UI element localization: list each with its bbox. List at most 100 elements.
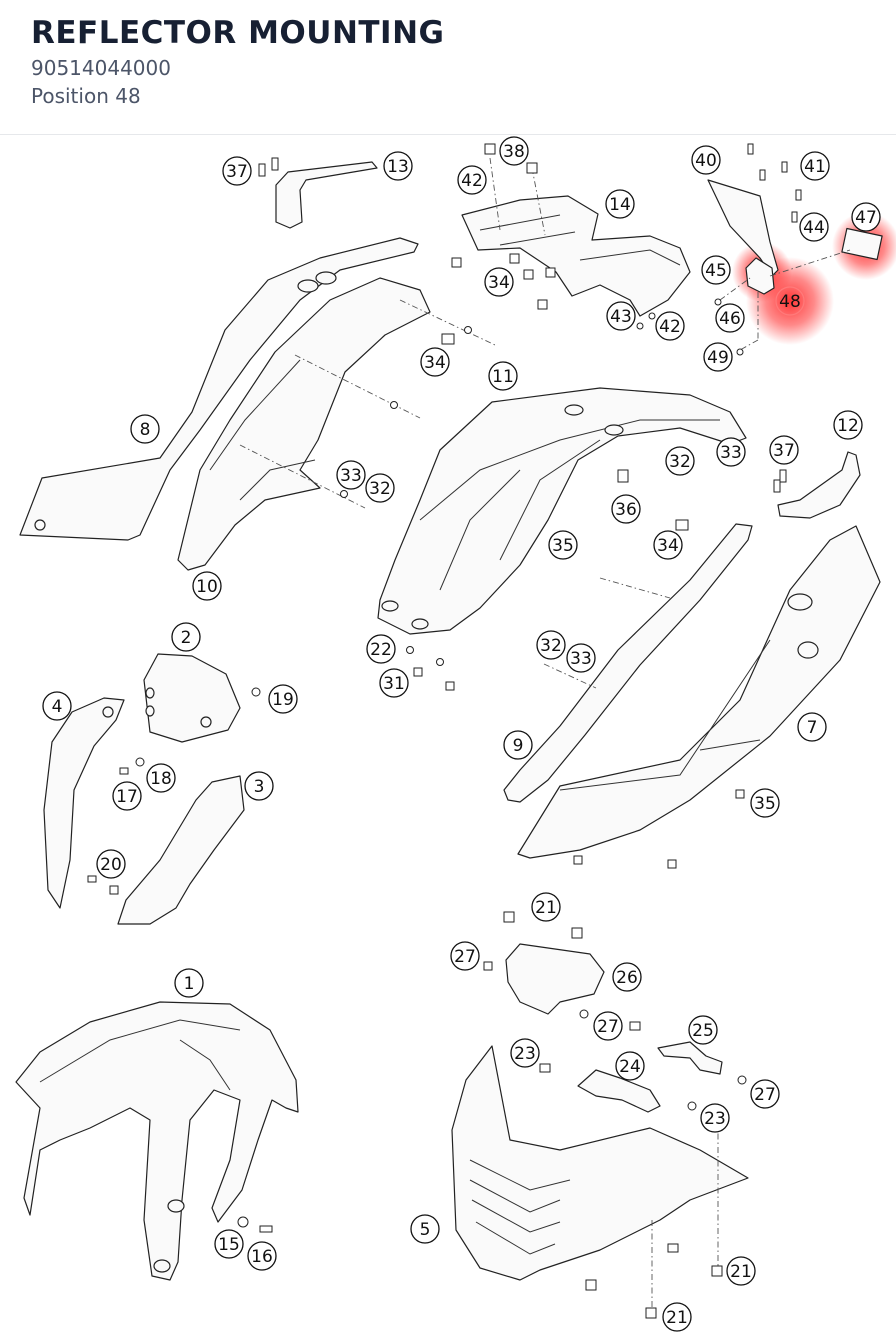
callout-27[interactable]: 27 <box>450 941 480 971</box>
callout-42[interactable]: 42 <box>655 311 685 341</box>
callout-45[interactable]: 45 <box>701 255 731 285</box>
callout-21[interactable]: 21 <box>726 1256 756 1286</box>
callout-35[interactable]: 35 <box>750 788 780 818</box>
mask-grille <box>469 1159 571 1255</box>
callout-18[interactable]: 18 <box>146 763 176 793</box>
parts-drawing <box>15 143 883 1319</box>
callout-4[interactable]: 4 <box>42 691 72 721</box>
callout-44[interactable]: 44 <box>799 212 829 242</box>
callout-17[interactable]: 17 <box>112 781 142 811</box>
callout-11[interactable]: 11 <box>488 361 518 391</box>
callout-27[interactable]: 27 <box>750 1079 780 1109</box>
svg-text:27: 27 <box>454 947 476 967</box>
leader-line <box>739 339 759 351</box>
callout-35[interactable]: 35 <box>548 530 578 560</box>
bracket-26 <box>505 943 605 1015</box>
callout-21[interactable]: 21 <box>662 1302 692 1332</box>
svg-text:32: 32 <box>669 452 691 472</box>
callout-8[interactable]: 8 <box>130 414 160 444</box>
svg-text:35: 35 <box>552 536 574 556</box>
svg-text:33: 33 <box>720 443 742 463</box>
tail-bracket-14 <box>461 195 691 317</box>
svg-text:37: 37 <box>773 441 795 461</box>
callout-43[interactable]: 43 <box>606 301 636 331</box>
bolt-21 <box>711 1265 723 1277</box>
washer-15 <box>237 1216 249 1228</box>
grab-handle-13 <box>275 161 378 229</box>
callout-33[interactable]: 33 <box>716 437 746 467</box>
callout-40[interactable]: 40 <box>691 145 721 175</box>
callout-19[interactable]: 19 <box>268 684 298 714</box>
side-cover-8 <box>19 237 419 541</box>
callout-48[interactable]: 48 <box>775 286 805 316</box>
callout-25[interactable]: 25 <box>688 1015 718 1045</box>
svg-text:21: 21 <box>666 1308 688 1328</box>
bolt <box>271 157 279 171</box>
callout-23[interactable]: 23 <box>700 1103 730 1133</box>
svg-text:10: 10 <box>196 577 218 597</box>
callout-15[interactable]: 15 <box>214 1229 244 1259</box>
callout-24[interactable]: 24 <box>615 1051 645 1081</box>
svg-text:20: 20 <box>100 855 122 875</box>
callout-26[interactable]: 26 <box>612 962 642 992</box>
callout-23[interactable]: 23 <box>510 1038 540 1068</box>
callout-22[interactable]: 22 <box>366 634 396 664</box>
callout-14[interactable]: 14 <box>605 189 635 219</box>
callout-5[interactable]: 5 <box>410 1214 440 1244</box>
bolt-23 <box>539 1063 551 1073</box>
callout-36[interactable]: 36 <box>611 494 641 524</box>
callout-31[interactable]: 31 <box>379 668 409 698</box>
callout-20[interactable]: 20 <box>96 849 126 879</box>
callout-33[interactable]: 33 <box>336 460 366 490</box>
leader-line <box>769 249 851 277</box>
callout-2[interactable]: 2 <box>171 622 201 652</box>
callout-27[interactable]: 27 <box>593 1011 623 1041</box>
callout-34[interactable]: 34 <box>484 267 514 297</box>
washer <box>406 646 414 654</box>
bolt <box>445 681 455 691</box>
svg-text:22: 22 <box>370 640 392 660</box>
bolt <box>258 163 266 177</box>
callout-34[interactable]: 34 <box>420 347 450 377</box>
frame-hole <box>564 404 584 416</box>
callout-32[interactable]: 32 <box>665 446 695 476</box>
nut-27 <box>737 1075 747 1085</box>
callout-7[interactable]: 7 <box>797 712 827 742</box>
callout-41[interactable]: 41 <box>800 151 830 181</box>
callout-32[interactable]: 32 <box>536 630 566 660</box>
callout-1[interactable]: 1 <box>174 968 204 998</box>
svg-text:33: 33 <box>570 649 592 669</box>
callout-47[interactable]: 47 <box>851 202 881 232</box>
svg-text:24: 24 <box>619 1057 641 1077</box>
callout-34[interactable]: 34 <box>653 530 683 560</box>
svg-text:15: 15 <box>218 1235 240 1255</box>
callout-21[interactable]: 21 <box>531 892 561 922</box>
svg-text:45: 45 <box>705 261 727 281</box>
fender-hole <box>153 1259 171 1273</box>
callout-10[interactable]: 10 <box>192 571 222 601</box>
grab-handle-12 <box>777 451 861 519</box>
nut <box>714 298 722 306</box>
panel-detail <box>209 359 316 501</box>
callout-12[interactable]: 12 <box>833 410 863 440</box>
svg-text:35: 35 <box>754 794 776 814</box>
bolt-21 <box>645 1307 657 1319</box>
callout-38[interactable]: 38 <box>499 136 529 166</box>
callout-33[interactable]: 33 <box>566 643 596 673</box>
callout-37[interactable]: 37 <box>222 156 252 186</box>
callout-46[interactable]: 46 <box>715 303 745 333</box>
washer <box>464 326 472 334</box>
svg-text:31: 31 <box>383 674 405 694</box>
callout-32[interactable]: 32 <box>365 473 395 503</box>
callout-16[interactable]: 16 <box>247 1241 277 1271</box>
callout-13[interactable]: 13 <box>383 151 413 181</box>
callout-3[interactable]: 3 <box>244 771 274 801</box>
callout-9[interactable]: 9 <box>503 730 533 760</box>
nut <box>648 312 656 320</box>
svg-text:42: 42 <box>461 171 483 191</box>
callout-49[interactable]: 49 <box>703 342 733 372</box>
callout-42[interactable]: 42 <box>457 165 487 195</box>
mount-hole <box>34 519 46 531</box>
callout-37[interactable]: 37 <box>769 435 799 465</box>
bolt <box>667 859 677 869</box>
